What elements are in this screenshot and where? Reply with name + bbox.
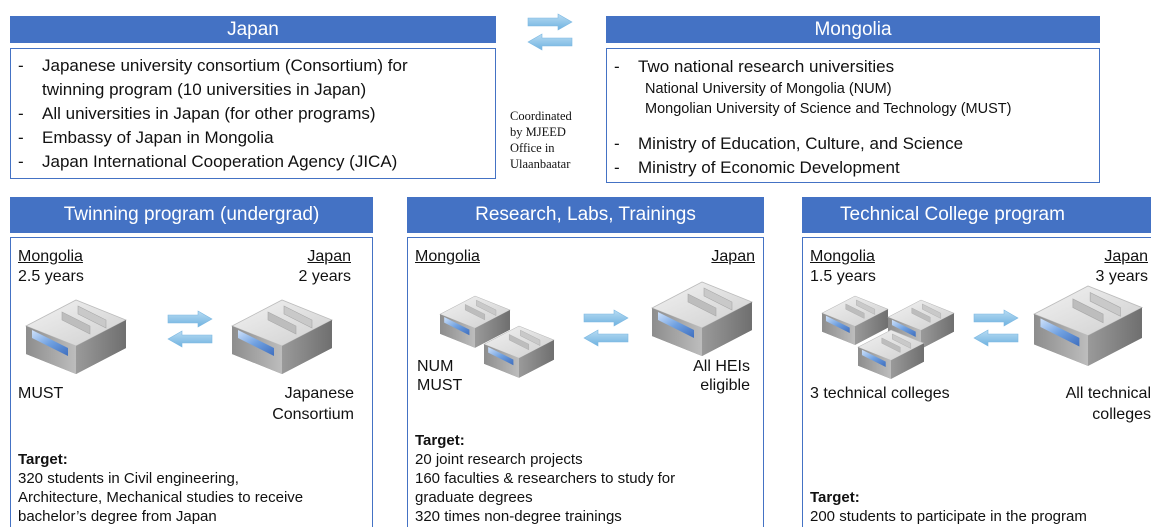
mongolia-item-2: - Ministry of Education, Culture, and Sc…	[614, 134, 964, 153]
research-left-country: Mongolia	[415, 248, 480, 265]
technical-title: Technical College program	[840, 204, 1065, 225]
japan-item-3: - Embassy of Japan in Mongolia	[18, 128, 274, 147]
research-title: Research, Labs, Trainings	[475, 204, 696, 225]
technical-right-label-1: All technical	[1065, 385, 1151, 402]
research-target-line-4: 320 times non-degree trainings	[415, 508, 622, 525]
twinning-box	[10, 237, 373, 527]
twinning-target-line-3: bachelor’s degree from Japan	[18, 508, 217, 525]
research-target-line-1: 20 joint research projects	[415, 451, 583, 468]
exchange-arrows-icon	[527, 13, 573, 51]
twinning-left-country: Mongolia	[18, 248, 83, 265]
technical-right-duration: 3 years	[1095, 268, 1148, 285]
technical-left-country: Mongolia	[810, 248, 875, 265]
japan-title: Japan	[227, 19, 279, 40]
japan-item-4: - Japan International Cooperation Agency…	[18, 152, 398, 171]
research-target-line-3: graduate degrees	[415, 489, 533, 506]
japan-item-1-cont: twinning program (10 universities in Jap…	[42, 80, 367, 99]
research-target-line-2: 160 faculties & researchers to study for	[415, 470, 676, 487]
exchange-arrows-icon	[973, 309, 1019, 347]
coordinator-line-2: by MJEED	[510, 125, 566, 139]
mongolia-item-3: - Ministry of Economic Development	[614, 158, 900, 177]
twinning-target-label: Target:	[18, 451, 68, 468]
research-left-label-1: NUM	[417, 358, 454, 375]
twinning-title: Twinning program (undergrad)	[63, 204, 320, 225]
technical-target-label: Target:	[810, 489, 860, 506]
building-icon	[483, 325, 555, 379]
mongolia-box	[606, 48, 1100, 183]
technical-left-label: 3 technical colleges	[810, 385, 950, 402]
twinning-target-line-1: 320 students in Civil engineering,	[18, 470, 239, 487]
technical-header: Technical College program	[802, 197, 1151, 233]
japan-header: Japan	[10, 16, 496, 43]
japan-box	[10, 48, 496, 179]
twinning-target-line-2: Architecture, Mechanical studies to rece…	[18, 489, 304, 506]
research-left-label-2: MUST	[417, 377, 463, 394]
coordinator-line-3: Office in	[510, 141, 555, 155]
technical-right-country: Japan	[1104, 248, 1148, 265]
japan-item-1: - Japanese university consortium (Consor…	[18, 56, 408, 75]
mongolia-item-1: - Two national research universities	[614, 57, 895, 76]
exchange-arrows-icon	[583, 309, 629, 347]
coordinator-line-4: Ulaanbaatar	[510, 157, 571, 171]
twinning-header: Twinning program (undergrad)	[10, 197, 373, 233]
mongolia-sub-must: Mongolian University of Science and Tech…	[645, 101, 1012, 117]
research-header: Research, Labs, Trainings	[407, 197, 764, 233]
building-icon	[651, 281, 753, 357]
building-icon	[857, 329, 925, 380]
mongolia-title: Mongolia	[814, 19, 892, 40]
twinning-right-label-2: Consortium	[272, 406, 354, 423]
technical-right-label-2: colleges	[1092, 406, 1151, 423]
research-right-label-2: eligible	[700, 377, 750, 394]
coordinator-line-1: Coordinated	[510, 109, 572, 123]
exchange-arrows-icon	[167, 310, 213, 348]
twinning-left-label: MUST	[18, 385, 64, 402]
building-icon	[231, 299, 333, 375]
japan-item-2: - All universities in Japan (for other p…	[18, 104, 376, 123]
technical-box	[802, 237, 1151, 527]
research-right-country: Japan	[711, 248, 755, 265]
twinning-right-country: Japan	[307, 248, 351, 265]
research-right-label-1: All HEIs	[693, 358, 750, 375]
twinning-left-duration: 2.5 years	[18, 268, 84, 285]
technical-target-line: 200 students to participate in the progr…	[810, 508, 1087, 525]
research-target-label: Target:	[415, 432, 465, 449]
mongolia-header: Mongolia	[606, 16, 1100, 43]
twinning-right-label-1: Japanese	[284, 385, 354, 402]
mongolia-sub-num: National University of Mongolia (NUM)	[645, 81, 892, 97]
technical-left-duration: 1.5 years	[810, 268, 876, 285]
building-icon	[1033, 285, 1143, 367]
twinning-right-duration: 2 years	[298, 268, 351, 285]
building-icon	[25, 299, 127, 375]
